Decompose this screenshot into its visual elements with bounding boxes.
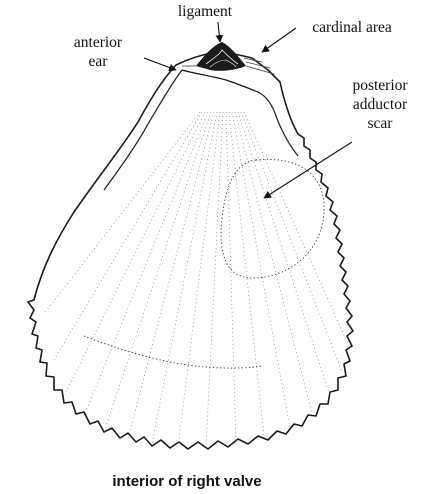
posterior-label-line1: posterior [352,77,408,94]
ligament-label: ligament [178,3,233,20]
anterior-ear-leader [144,58,176,70]
shell-outline [28,52,353,449]
posterior-label-line2: adductor [353,96,408,113]
ligament-leader [218,22,220,42]
posterior-label-line3: scar [368,115,394,132]
cardinal-area-leader [262,28,296,52]
cardinal-area-label: cardinal area [312,19,392,36]
figure-caption: interior of right valve [112,473,261,490]
anterior-ear-label-line1: anterior [74,34,123,51]
anterior-ear-label-line2: ear [89,53,109,70]
